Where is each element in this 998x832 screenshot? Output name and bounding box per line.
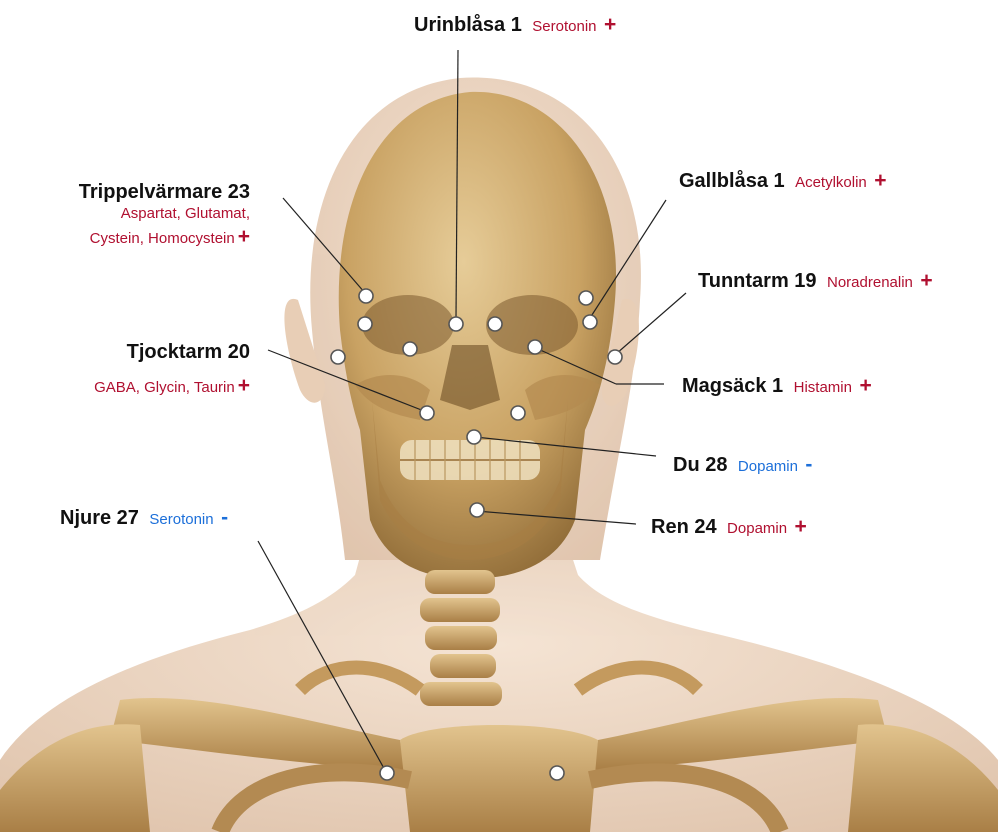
cervical-spine	[420, 570, 502, 706]
point-name: Njure 27	[60, 507, 139, 529]
label-tjocktarm-20: Tjocktarm 20 GABA, Glycin, Taurin+	[10, 340, 250, 399]
acupoint	[550, 766, 564, 780]
substance: Histamin	[794, 379, 852, 396]
acupoint	[579, 291, 593, 305]
acupoint	[331, 350, 345, 364]
acupoint	[608, 350, 622, 364]
point-name: Ren 24	[651, 516, 717, 538]
substance-line-2: Cystein, Homocystein	[90, 230, 235, 247]
substance: GABA, Glycin, Taurin	[94, 379, 235, 396]
label-tunntarm-19: Tunntarm 19 Noradrenalin +	[698, 268, 933, 294]
substance: Serotonin	[149, 511, 213, 528]
label-ren-24: Ren 24 Dopamin +	[651, 514, 807, 540]
sign: +	[920, 269, 932, 292]
point-name: Tunntarm 19	[698, 270, 817, 292]
substance: Serotonin	[532, 18, 596, 35]
substance: Acetylkolin	[795, 174, 867, 191]
label-njure-27: Njure 27 Serotonin -	[60, 505, 228, 531]
label-magsack-1: Magsäck 1 Histamin +	[682, 373, 872, 399]
substance: Noradrenalin	[827, 274, 913, 291]
point-name: Du 28	[673, 454, 727, 476]
point-name: Tjocktarm 20	[10, 340, 250, 365]
acupoint	[511, 406, 525, 420]
acupoint	[449, 317, 463, 331]
substance: Dopamin	[727, 520, 787, 537]
acupoint	[488, 317, 502, 331]
point-name: Magsäck 1	[682, 375, 783, 397]
label-gallblasa-1: Gallblåsa 1 Acetylkolin +	[679, 168, 887, 194]
sign: +	[795, 515, 807, 538]
point-name: Urinblåsa 1	[414, 14, 522, 36]
label-urinblasa-1: Urinblåsa 1 Serotonin +	[414, 12, 616, 38]
substance: Dopamin	[738, 458, 798, 475]
acupoint	[470, 503, 484, 517]
sign: -	[221, 506, 228, 529]
point-name: Trippelvärmare 23	[10, 180, 250, 205]
acupoint	[420, 406, 434, 420]
acupoint	[380, 766, 394, 780]
sign: +	[859, 374, 871, 397]
sign: +	[238, 225, 250, 248]
acupoint	[583, 315, 597, 329]
sign: +	[874, 169, 886, 192]
acupoint	[359, 289, 373, 303]
sign: -	[805, 453, 812, 476]
label-du-28: Du 28 Dopamin -	[673, 452, 812, 478]
acupoint	[403, 342, 417, 356]
point-name: Gallblåsa 1	[679, 170, 785, 192]
sign: +	[238, 374, 250, 397]
acupoint	[358, 317, 372, 331]
sign: +	[604, 13, 616, 36]
label-trippelvarmare-23: Trippelvärmare 23 Aspartat, Glutamat, Cy…	[10, 180, 250, 250]
acupoint	[467, 430, 481, 444]
substance-line-1: Aspartat, Glutamat,	[10, 205, 250, 224]
acupoint	[528, 340, 542, 354]
